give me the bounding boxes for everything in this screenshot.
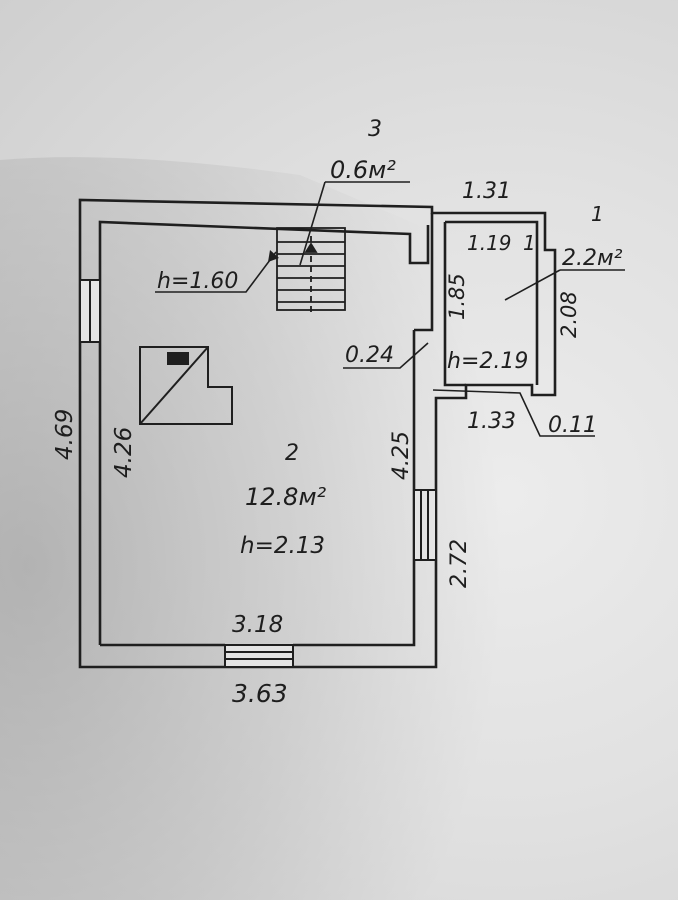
partition-wall — [414, 213, 434, 332]
window-bottom — [224, 644, 294, 668]
room3-leader — [299, 181, 326, 266]
inner-wall-right — [293, 330, 416, 647]
room1-number: 1 — [591, 202, 604, 226]
stair-arrow-icon — [268, 250, 279, 262]
partition-leader — [343, 342, 429, 369]
dim-inner-right-height: 4.25 — [389, 431, 414, 480]
dim-right-lower-wall: 2.72 — [447, 539, 472, 588]
room1-area: 2.2м² — [562, 246, 623, 271]
dim-room1-height: 2.08 — [557, 291, 581, 338]
room1-inner-wall — [443, 220, 539, 387]
stove-symbol — [139, 346, 233, 425]
room2-height: h=2.13 — [240, 533, 325, 559]
stair-height-leader — [155, 251, 277, 293]
stair-height: h=1.60 — [157, 269, 238, 294]
dim-room1-bottom: 1.33 — [467, 409, 516, 434]
dim-inner-left-height: 4.26 — [111, 427, 137, 478]
room1-height: h=2.19 — [447, 349, 528, 374]
dim-room1-outer-width: 1.31 — [462, 179, 511, 204]
dim-partition-top: 1.85 — [445, 273, 469, 320]
room3-area: 0.6м² — [330, 156, 396, 184]
dim-outer-left-height: 4.69 — [52, 409, 78, 460]
window-right — [413, 489, 437, 561]
wall-thickness-leader — [432, 389, 595, 437]
leader-lines — [155, 181, 625, 437]
room1-leader — [504, 269, 561, 301]
windows — [79, 279, 437, 668]
dim-inner-width: 3.18 — [232, 612, 283, 638]
dim-room1-wall: 0.11 — [548, 413, 597, 438]
room1-door-number: 1 — [523, 231, 536, 255]
room3-number: 3 — [368, 117, 382, 142]
shadow — [0, 157, 560, 900]
room2-area: 12.8м² — [245, 483, 327, 511]
dim-room1-inner-width: 1.19 — [467, 231, 512, 255]
room2-number: 2 — [285, 441, 299, 466]
dim-outer-width: 3.63 — [232, 679, 288, 708]
dim-partition-thickness: 0.24 — [345, 343, 394, 368]
